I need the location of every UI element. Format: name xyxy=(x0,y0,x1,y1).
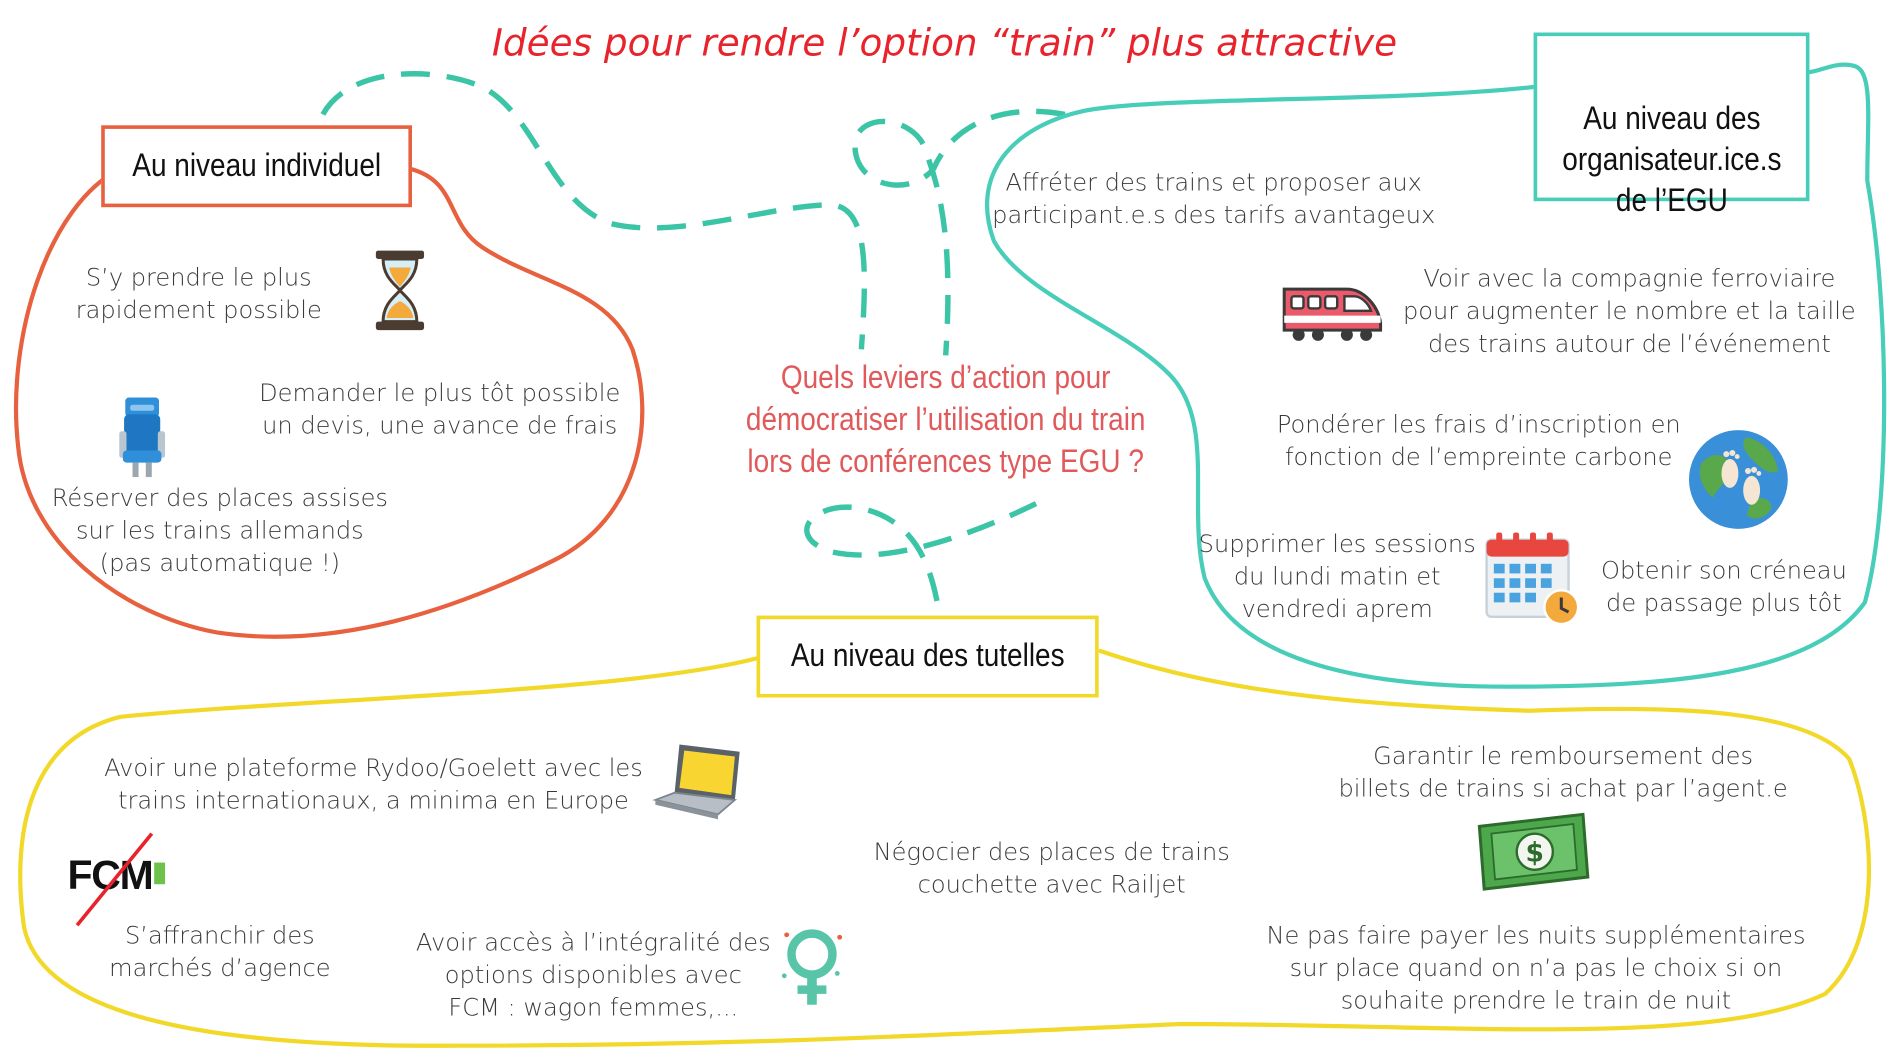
laptop-icon xyxy=(652,744,740,820)
central-question-line-3: lors de conférences type EGU ? xyxy=(747,443,1144,480)
tutelles-item-6: Ne pas faire payer les nuits supplémenta… xyxy=(1266,920,1806,1015)
female-symbol-icon xyxy=(781,929,843,1005)
hourglass-icon xyxy=(375,250,425,331)
page-title: Idées pour rendre l’option “train” plus … xyxy=(491,21,1398,66)
organizers-label: Au niveau des organisateur.ice.s de l’EG… xyxy=(1561,99,1782,219)
fcm-logo-crossed: FCM xyxy=(67,831,168,930)
train-icon xyxy=(1282,287,1383,341)
individual-item-2: Demander le plus tôt possible un devis, … xyxy=(259,378,621,440)
globe-footprints-icon xyxy=(1688,430,1788,529)
fcm-logo-text: FCM xyxy=(67,852,153,899)
individual-item-3: Réserver des places assises sur les trai… xyxy=(51,483,388,578)
individual-label-box: Au niveau individuel xyxy=(101,125,413,208)
strike-through-line xyxy=(75,832,154,927)
tutelles-label: Au niveau des tutelles xyxy=(790,637,1065,674)
organizers-label-box: Au niveau des organisateur.ice.s de l’EG… xyxy=(1533,32,1810,218)
svg-text:$: $ xyxy=(1526,837,1544,868)
organizers-item-2: Voir avec la compagnie ferroviaire pour … xyxy=(1402,263,1856,358)
organizers-item-3: Pondérer les frais d’inscription en fonc… xyxy=(1276,409,1681,472)
fcm-logo-accent xyxy=(154,862,166,885)
tutelles-item-2: S’affranchir des marchés d’agence xyxy=(109,920,331,982)
train-seat-icon xyxy=(119,397,166,478)
tutelles-item-1: Avoir une plateforme Rydoo/Goelett avec … xyxy=(104,752,643,815)
dashed-path-lower xyxy=(804,501,1038,603)
individual-label: Au niveau individuel xyxy=(132,146,382,184)
central-question-line-1: Quels leviers d’action pour xyxy=(780,359,1111,396)
dashed-path xyxy=(320,71,868,350)
banknote-dollar-icon: $ xyxy=(1477,812,1590,891)
organizers-item-5: Obtenir son créneau de passage plus tôt xyxy=(1600,555,1847,617)
tutelles-item-5: Garantir le remboursement des billets de… xyxy=(1338,740,1788,803)
tutelles-label-box: Au niveau des tutelles xyxy=(756,615,1099,698)
individual-item-1: S’y prendre le plus rapidement possible xyxy=(75,262,322,325)
central-question: Quels leviers d’action pour démocratiser… xyxy=(713,357,1179,483)
tutelles-item-3: Avoir accès à l’intégralité des options … xyxy=(415,927,771,1022)
dashed-loop xyxy=(852,108,1066,356)
calendar-clock-icon xyxy=(1485,532,1580,626)
individual-region-outline xyxy=(13,166,645,639)
organizers-item-4: Supprimer les sessions du lundi matin et… xyxy=(1198,528,1476,623)
tutelles-item-4: Négocier des places de trains couchette … xyxy=(873,837,1230,899)
central-question-line-2: démocratiser l’utilisation du train xyxy=(745,401,1146,438)
organizers-item-1: Affréter des trains et proposer aux part… xyxy=(992,167,1436,229)
organizers-region-outline xyxy=(984,62,1887,689)
tutelles-region-outline xyxy=(18,648,1872,1048)
